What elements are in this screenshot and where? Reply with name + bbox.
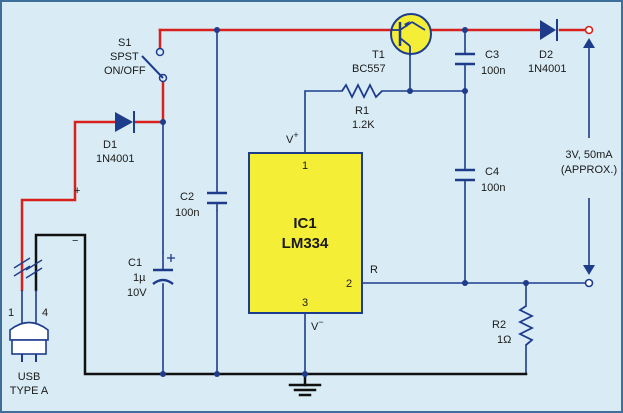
c3-value: 100n	[481, 65, 505, 77]
d2-name: D2	[539, 49, 553, 61]
output-voltage-arrow	[583, 38, 595, 275]
capacitor-c4	[455, 168, 475, 182]
ic1-name: IC1	[293, 215, 316, 232]
output-terminal-negative	[584, 278, 594, 288]
c1-value: 1µ	[133, 272, 146, 284]
r1-name: R1	[355, 105, 369, 117]
resistor-r1	[341, 82, 383, 100]
vminus-label: V−	[311, 317, 324, 333]
usb-pin1-label: 1	[8, 307, 14, 319]
s1-type: SPST	[110, 51, 139, 63]
r1-value: 1.2K	[352, 119, 375, 131]
output-approx-label: (APPROX.)	[561, 164, 617, 176]
ic1-pin2: 2	[346, 278, 352, 290]
positive-sign: +	[74, 185, 80, 197]
resistor-r2	[517, 305, 535, 346]
c3-name: C3	[485, 49, 499, 61]
c4-value: 100n	[481, 182, 505, 194]
vplus-label: V+	[286, 130, 299, 146]
usb-pin4-label: 4	[42, 307, 48, 319]
capacitor-c1	[152, 252, 175, 286]
c4-name: C4	[485, 166, 499, 178]
s1-name: S1	[118, 37, 131, 49]
ic1-body	[248, 152, 363, 314]
d1-part: 1N4001	[96, 153, 135, 165]
usb-plug	[9, 257, 49, 362]
diode-d1	[115, 111, 135, 133]
usb-type-label: TYPE A	[10, 385, 49, 397]
ic1-pin3: 3	[302, 297, 308, 309]
usb-label: USB	[18, 371, 41, 383]
ground-wires	[34, 233, 528, 397]
c2-value: 100n	[175, 207, 199, 219]
c1-voltage: 10V	[127, 287, 147, 299]
ic1-pin1: 1	[302, 160, 308, 172]
output-voltage-label: 3V, 50mA	[565, 149, 613, 161]
r-pin-label: R	[370, 264, 378, 276]
r2-name: R2	[492, 319, 506, 331]
output-terminal-positive	[584, 25, 594, 35]
switch-s1	[141, 47, 168, 83]
t1-part: BC557	[352, 63, 386, 75]
junction-dots	[160, 27, 529, 377]
d2-part: 1N4001	[528, 63, 567, 75]
d1-name: D1	[103, 139, 117, 151]
r2-value: 1Ω	[497, 334, 511, 346]
transistor-t1	[390, 13, 432, 56]
t1-name: T1	[372, 49, 385, 61]
c1-name: C1	[128, 257, 142, 269]
s1-function: ON/OFF	[104, 65, 146, 77]
capacitor-c3	[455, 52, 475, 66]
ic1-part: LM334	[282, 235, 329, 252]
diode-d2	[540, 19, 558, 41]
negative-sign: −	[72, 235, 78, 247]
signal-wires	[162, 29, 586, 375]
c2-name: C2	[180, 191, 194, 203]
